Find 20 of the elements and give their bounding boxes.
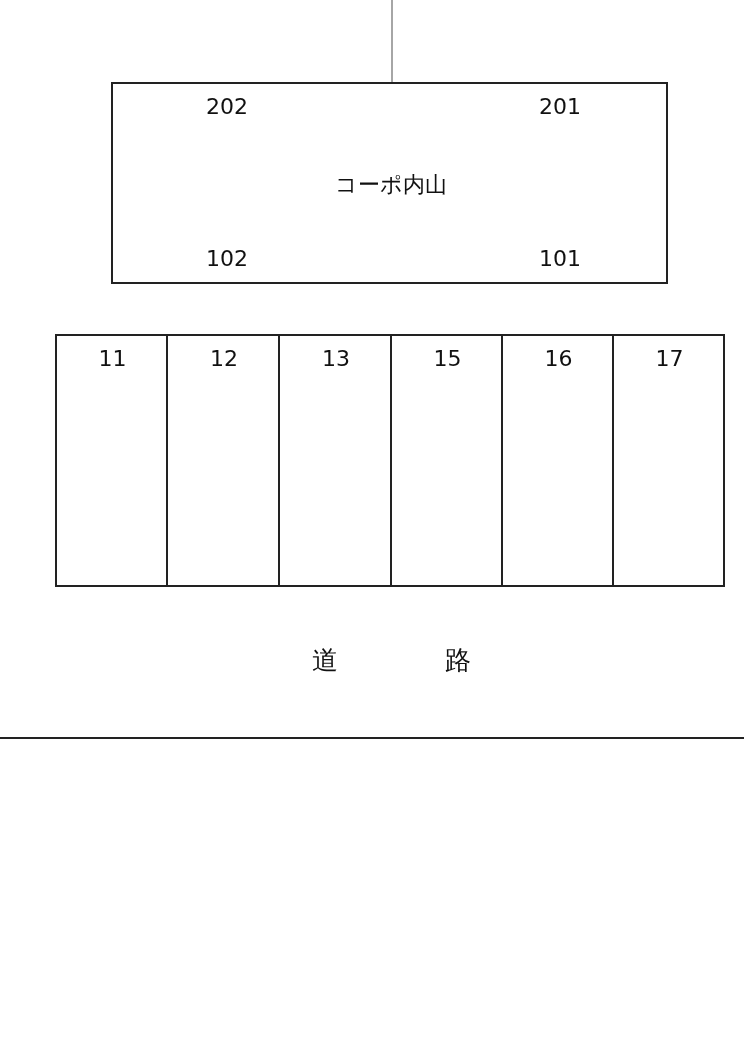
space-number: 17 <box>655 346 684 371</box>
space-number: 16 <box>544 346 573 371</box>
parking-space <box>501 334 614 587</box>
road-label: 路 <box>445 644 471 677</box>
parking-space <box>390 334 503 587</box>
parking-space <box>166 334 280 587</box>
unit-number: 102 <box>206 246 248 271</box>
parking-space <box>55 334 168 587</box>
space-number: 15 <box>433 346 462 371</box>
parking-space <box>612 334 725 587</box>
unit-number: 101 <box>539 246 581 271</box>
space-number: 12 <box>210 346 238 371</box>
unit-number: 201 <box>539 94 581 119</box>
building-outline <box>111 82 668 284</box>
unit-number: 202 <box>206 94 248 119</box>
space-number: 11 <box>98 346 127 371</box>
building-name: コーポ内山 <box>335 171 447 199</box>
road-label: 道 <box>312 644 338 677</box>
space-number: 13 <box>322 346 350 371</box>
parking-space <box>278 334 392 587</box>
